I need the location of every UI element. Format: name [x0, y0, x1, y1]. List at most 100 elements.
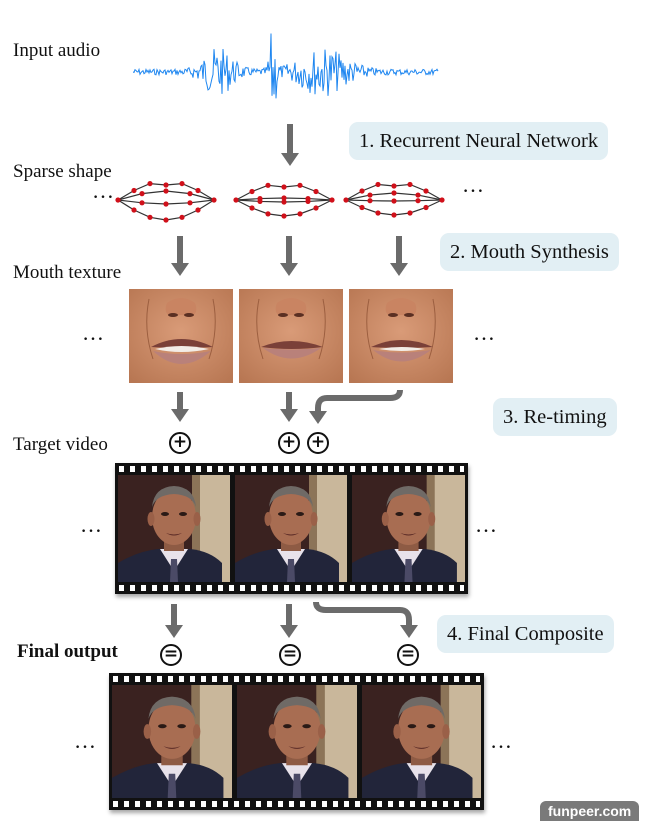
target-video-frame-3 — [352, 475, 465, 582]
landmark-point — [281, 184, 287, 190]
plus-operator-icon: + — [169, 432, 191, 454]
landmark-point — [391, 198, 397, 204]
label-final-output: Final output — [17, 641, 118, 662]
ellipsis-right: … — [490, 728, 514, 753]
landmark-point — [115, 197, 121, 203]
arrow-down-icon — [280, 236, 298, 276]
landmark-point — [187, 200, 193, 206]
landmark-point — [131, 187, 137, 194]
landmark-point — [423, 188, 429, 194]
landmark-point — [407, 210, 413, 216]
landmark-point — [375, 181, 381, 188]
audio-waveform — [133, 33, 439, 99]
landmark-point — [359, 204, 365, 211]
final-output-frame-1 — [112, 685, 232, 798]
landmark-point — [249, 205, 255, 211]
arrow-down-icon — [171, 236, 189, 276]
final-output-frame-2 — [237, 685, 357, 798]
arrow-down-icon — [171, 392, 189, 422]
landmark-point — [415, 192, 421, 198]
landmark-point — [313, 205, 319, 211]
landmark-point — [187, 191, 193, 197]
arrow-down-icon — [390, 236, 408, 276]
equals-operator-icon: = — [160, 644, 182, 666]
waveform-path — [133, 33, 439, 99]
plus-operator-icon: + — [307, 432, 329, 454]
landmark-point — [297, 182, 303, 188]
arrow-down-icon — [280, 604, 298, 638]
target-video-frame-2 — [235, 475, 347, 582]
final-output-filmstrip — [109, 673, 484, 810]
watermark: funpeer.com — [540, 801, 640, 821]
landmark-point — [249, 188, 255, 195]
landmark-point — [257, 198, 263, 205]
landmark-point — [139, 191, 145, 197]
arrow-down-icon — [280, 392, 298, 422]
landmark-point — [281, 213, 287, 219]
ellipsis-right: … — [473, 320, 497, 345]
landmark-point — [391, 190, 397, 196]
landmark-point — [163, 201, 169, 207]
landmark-point — [281, 195, 287, 201]
ellipsis-right: … — [462, 172, 486, 197]
label-sparse-shape: Sparse shape — [13, 161, 112, 182]
landmark-point — [163, 188, 169, 194]
landmark-point — [139, 200, 145, 206]
landmark-point — [195, 187, 201, 194]
landmark-point — [265, 182, 271, 188]
label-input-audio: Input audio — [13, 40, 101, 61]
arrow-down-icon — [165, 604, 183, 638]
target-video-frame-1 — [118, 475, 230, 582]
composite-arrow-icon — [313, 601, 418, 638]
landmark-point — [163, 182, 169, 188]
retiming-arrow-icon — [309, 389, 403, 424]
ellipsis-left: … — [92, 178, 116, 203]
landmark-point — [265, 211, 271, 217]
landmark-point — [297, 211, 303, 217]
landmark-point — [415, 198, 421, 204]
ellipsis-right: … — [475, 512, 499, 537]
landmark-point — [147, 180, 153, 187]
sparse-shape-landmarks — [115, 180, 445, 223]
plus-operator-icon: + — [278, 432, 300, 454]
mouth-texture-frame-1 — [129, 289, 233, 383]
final-output-frame-3 — [362, 685, 481, 798]
landmark-point — [179, 214, 185, 220]
ellipsis-left: … — [80, 512, 104, 537]
landmark-point — [407, 181, 413, 188]
landmark-point — [391, 212, 397, 218]
arrow-down-icon — [281, 124, 299, 166]
landmark-point — [329, 197, 335, 203]
mouth-texture-frame-3 — [349, 289, 453, 383]
landmark-point — [147, 214, 153, 220]
landmark-point — [343, 197, 349, 203]
equals-operator-icon: = — [397, 644, 419, 666]
target-video-filmstrip — [115, 463, 468, 594]
landmark-point — [195, 207, 201, 213]
landmark-point — [211, 197, 217, 203]
mouth-texture-frame-2 — [239, 289, 343, 383]
landmark-point — [391, 183, 397, 189]
landmark-point — [179, 180, 185, 187]
landmark-point — [423, 204, 429, 211]
landmark-point — [439, 197, 445, 203]
ellipsis-left: … — [74, 728, 98, 753]
landmark-point — [313, 188, 319, 195]
landmark-point — [305, 198, 311, 205]
step-2-mouth-synthesis: 2. Mouth Synthesis — [440, 233, 619, 271]
landmark-point — [233, 197, 239, 203]
landmark-point — [131, 207, 137, 213]
landmark-point — [375, 210, 381, 216]
step-1-recurrent-neural-network: 1. Recurrent Neural Network — [349, 122, 609, 160]
step-4-final-composite: 4. Final Composite — [437, 615, 614, 653]
label-mouth-texture: Mouth texture — [13, 262, 122, 283]
ellipsis-left: … — [82, 320, 106, 345]
landmark-point — [367, 192, 373, 198]
landmark-point — [281, 199, 287, 205]
label-target-video: Target video — [13, 434, 108, 455]
equals-operator-icon: = — [279, 644, 301, 666]
landmark-point — [163, 217, 169, 223]
landmark-point — [359, 188, 365, 194]
step-3-re-timing: 3. Re-timing — [493, 398, 617, 436]
landmark-point — [367, 198, 373, 204]
